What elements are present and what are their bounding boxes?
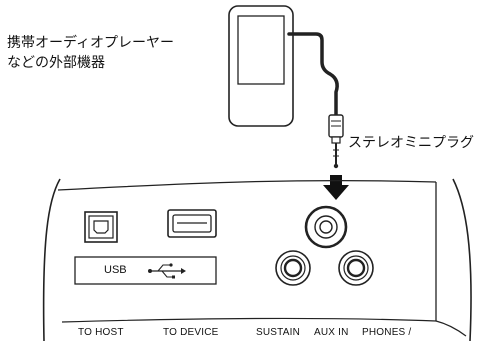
phones-jack-icon	[338, 250, 374, 286]
rear-panel	[42, 178, 472, 341]
port-label-aux-in: AUX IN	[314, 327, 349, 338]
audio-player-icon	[228, 5, 294, 127]
port-label-phones: PHONES /	[362, 327, 412, 338]
audio-cable	[287, 32, 339, 117]
sustain-jack-icon	[275, 250, 311, 286]
usb-trident-icon	[148, 263, 186, 279]
stereo-mini-plug-icon	[328, 114, 344, 169]
usb-b-port-icon	[84, 211, 118, 243]
port-label-sustain: SUSTAIN	[256, 327, 300, 338]
usb-label: USB	[104, 264, 127, 276]
port-label-to-device: TO DEVICE	[163, 327, 219, 338]
plug-label: ステレオミニプラグ	[348, 135, 474, 151]
device-label-line1: 携帯オーディオプレーヤー	[7, 35, 175, 51]
usb-a-port-icon	[167, 209, 217, 238]
aux-in-jack-icon	[304, 205, 348, 249]
usb-label-box	[74, 256, 217, 285]
arrow-down-icon	[323, 175, 349, 200]
port-label-to-host: TO HOST	[78, 327, 124, 338]
device-label-line2: などの外部機器	[7, 55, 105, 71]
